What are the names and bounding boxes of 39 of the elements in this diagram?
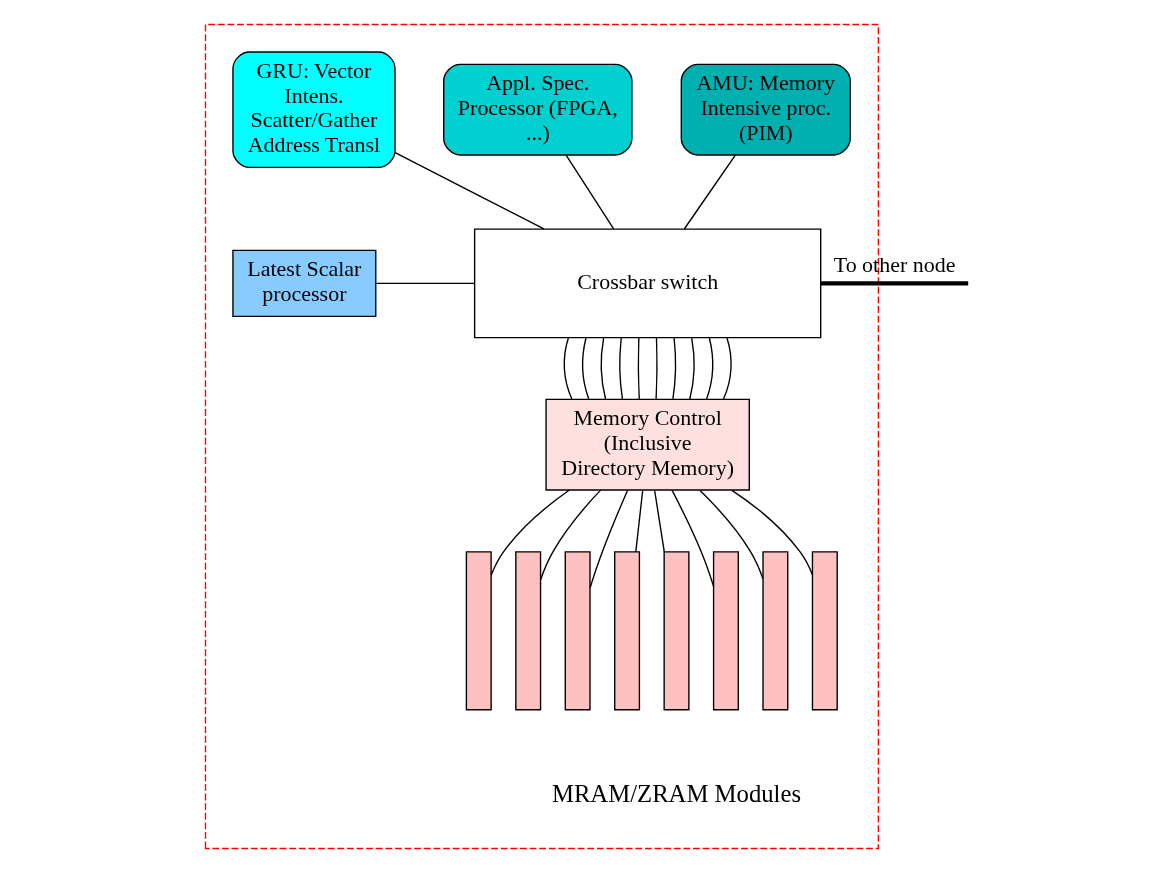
connector — [635, 489, 644, 553]
edge-label: To other node — [833, 252, 956, 278]
node-bar — [811, 551, 838, 711]
connector — [722, 337, 732, 400]
node-box: Memory Control (Inclusive Directory Memory) — [545, 398, 750, 491]
node-box: AMU: Memory Intensive proc. (PIM) — [680, 63, 851, 156]
connector — [683, 154, 737, 230]
connector — [821, 281, 969, 286]
connector — [655, 337, 658, 400]
node-bar — [515, 551, 542, 711]
connector — [671, 489, 715, 587]
connector — [705, 337, 714, 400]
node-bar — [663, 551, 690, 711]
node-box: GRU: Vector Intens. Scatter/Gather Address Transl — [232, 51, 396, 169]
node-bar — [762, 551, 789, 711]
connector — [637, 337, 640, 400]
connector — [672, 337, 677, 400]
node-bar — [564, 551, 591, 711]
node-box: Latest Scalar processor — [232, 249, 377, 318]
connector — [653, 489, 665, 553]
connector — [589, 489, 629, 589]
node-bar — [712, 551, 739, 711]
connector — [394, 151, 545, 230]
connector — [490, 489, 570, 576]
connector — [619, 337, 624, 400]
connector — [699, 489, 764, 580]
connector — [731, 489, 814, 576]
connector — [375, 282, 475, 285]
node-box: Appl. Spec. Processor (FPGA, ...) — [443, 63, 633, 156]
node-bar — [465, 551, 492, 711]
connector — [600, 337, 607, 400]
node-bar — [614, 551, 641, 711]
connector — [689, 337, 695, 400]
connector — [565, 154, 615, 230]
connector — [539, 489, 602, 581]
node-box: Crossbar switch — [473, 228, 822, 339]
label: MRAM/ZRAM Modules — [551, 780, 802, 808]
connector — [563, 337, 573, 400]
connector — [582, 337, 590, 400]
